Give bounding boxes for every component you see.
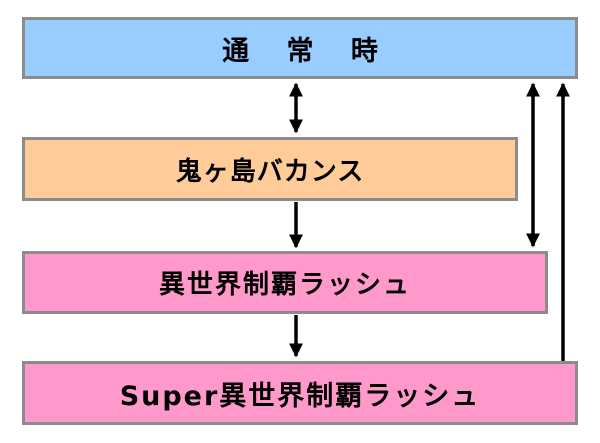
state-label-super-isekai-rush: Super異世界制覇ラッシュ — [119, 380, 481, 412]
state-box-normal: 通 常 時 — [22, 17, 578, 79]
state-box-super-isekai-rush: Super異世界制覇ラッシュ — [22, 361, 578, 425]
state-box-isekai-rush: 異世界制覇ラッシュ — [22, 251, 548, 314]
state-label-onigashima-vacance: 鬼ヶ島バカンス — [175, 156, 365, 187]
state-label-normal: 通 常 時 — [222, 35, 392, 67]
state-label-isekai-rush: 異世界制覇ラッシュ — [158, 270, 411, 300]
state-box-onigashima-vacance: 鬼ヶ島バカンス — [22, 137, 518, 201]
